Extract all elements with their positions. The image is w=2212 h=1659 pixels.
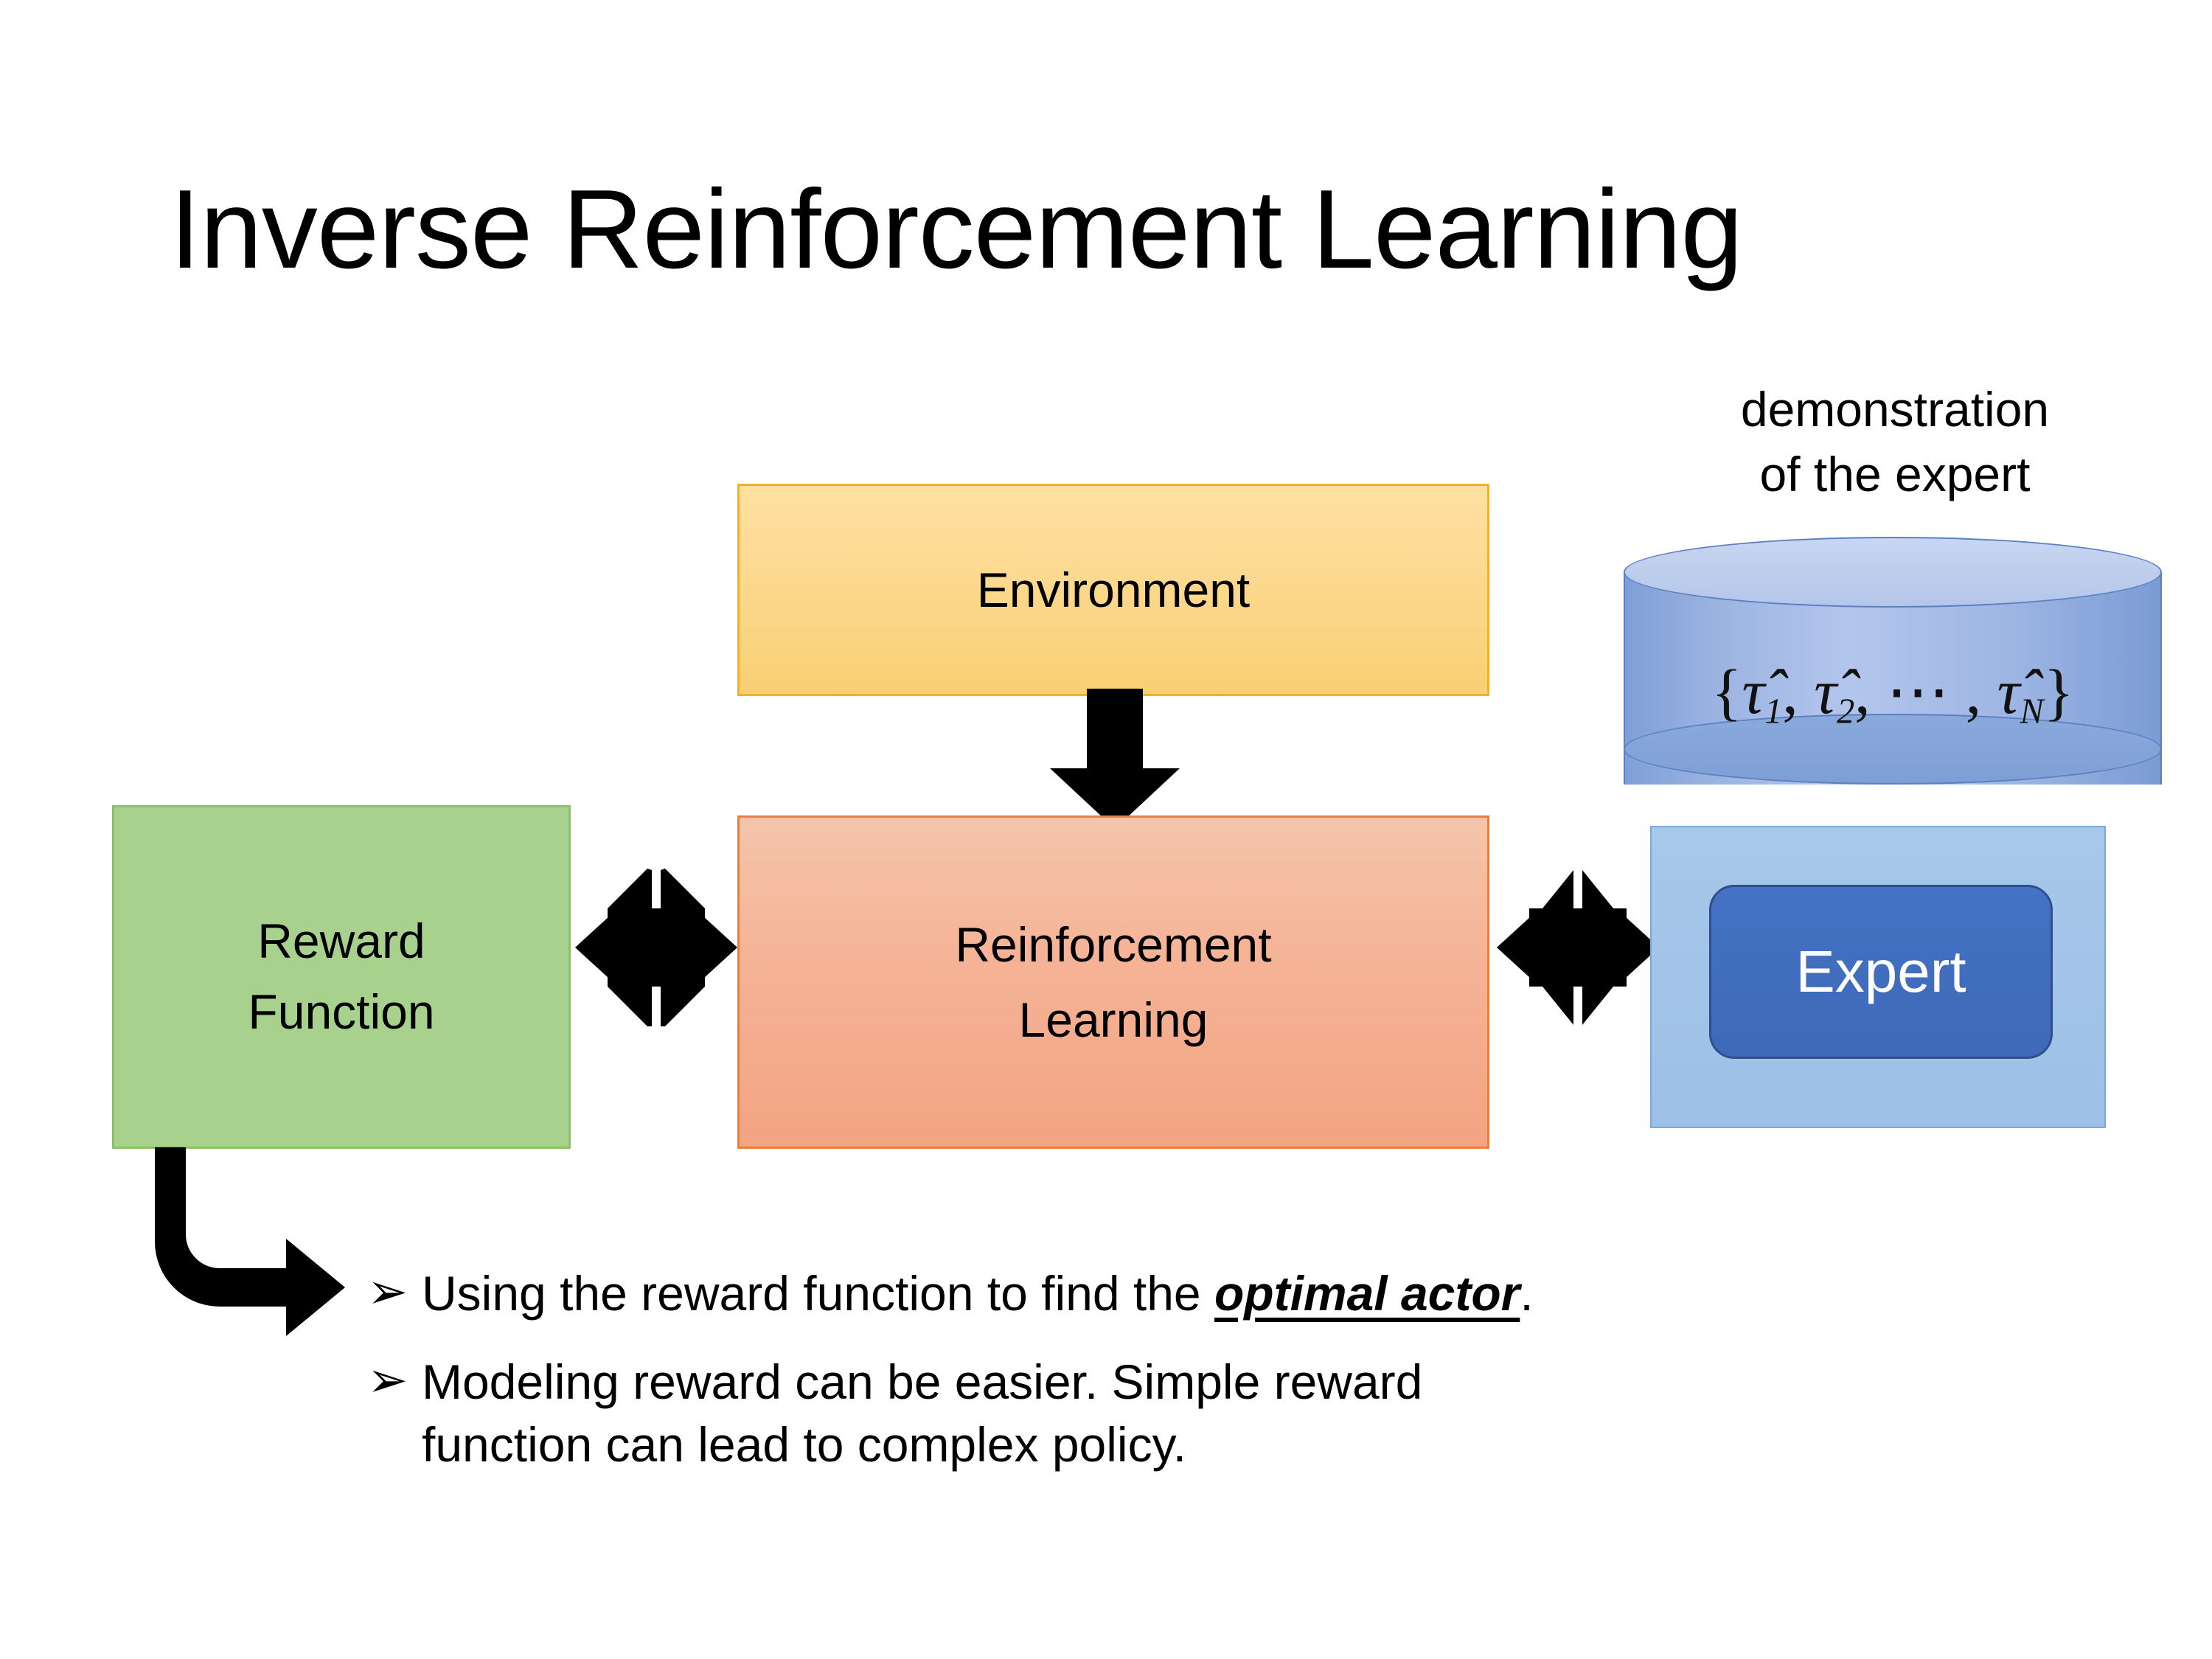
bidirectional-arrow-icon — [575, 869, 737, 1026]
formula-tau-n: τ̂ — [1997, 656, 2020, 727]
rl-label-line1: Reinforcement — [955, 917, 1272, 972]
formula-sub-n: N — [2020, 692, 2044, 731]
formula-tau-1: τ̂ — [1742, 656, 1765, 727]
environment-label: Environment — [976, 562, 1251, 617]
expert-button[interactable]: Expert — [1709, 885, 2053, 1059]
reinforcement-learning-box: Reinforcement Learning — [737, 815, 1489, 1149]
bullet-1-text-after: . — [1520, 1266, 1534, 1321]
reward-label-line2: Function — [248, 984, 435, 1039]
bullet-2-line2: function can lead to complex policy. — [422, 1416, 1187, 1472]
formula-sub-1: 1 — [1764, 692, 1783, 731]
demonstration-cylinder: {τ̂1, τ̂2, ⋯ , τ̂N} — [1624, 537, 2162, 818]
trajectory-set-formula: {τ̂1, τ̂2, ⋯ , τ̂N} — [1624, 655, 2162, 731]
bullet-arrow-icon: ➢ — [367, 1352, 408, 1408]
bullet-2-line1: Modeling reward can be easier. Simple re… — [422, 1354, 1423, 1410]
reward-function-box: Reward Function — [112, 805, 571, 1149]
reinforcement-learning-label: Reinforcement Learning — [955, 907, 1271, 1058]
bullet-1-emphasis: optimal actor — [1214, 1266, 1520, 1321]
demonstration-caption: demonstration of the expert — [1622, 378, 2168, 507]
formula-tau-2: τ̂ — [1814, 656, 1837, 727]
formula-sub-2: 2 — [1837, 692, 1855, 731]
formula-sep-2: , ⋯ , — [1854, 656, 1997, 727]
page-title: Inverse Reinforcement Learning — [170, 167, 1743, 292]
reward-function-label: Reward Function — [248, 906, 434, 1047]
demonstration-caption-line2: of the expert — [1759, 446, 2031, 501]
rl-label-line2: Learning — [1018, 992, 1208, 1047]
formula-close-brace: } — [2043, 656, 2074, 727]
bidirectional-arrow-icon — [1497, 870, 1659, 1025]
bent-elbow-arrow-icon — [155, 1147, 345, 1336]
demonstration-caption-line1: demonstration — [1740, 382, 2050, 437]
list-item: ➢ Using the reward function to find the … — [367, 1262, 2107, 1324]
bullet-list: ➢ Using the reward function to find the … — [367, 1262, 2107, 1502]
list-item: ➢ Modeling reward can be easier. Simple … — [367, 1351, 2107, 1475]
bullet-text-1: Using the reward function to find the op… — [422, 1262, 2107, 1324]
bullet-text-2: Modeling reward can be easier. Simple re… — [422, 1351, 2107, 1475]
environment-box: Environment — [737, 484, 1489, 696]
cylinder-top-ellipse — [1624, 537, 2162, 608]
reward-label-line1: Reward — [257, 914, 425, 969]
bullet-arrow-icon: ➢ — [367, 1264, 408, 1318]
cylinder-bottom-ellipse — [1624, 714, 2162, 785]
formula-sep-1: , — [1782, 656, 1815, 727]
formula-open-brace: { — [1711, 656, 1742, 727]
expert-label: Expert — [1795, 939, 1966, 1004]
bullet-1-text-before: Using the reward function to find the — [422, 1266, 1214, 1321]
down-arrow-icon — [1050, 689, 1180, 829]
